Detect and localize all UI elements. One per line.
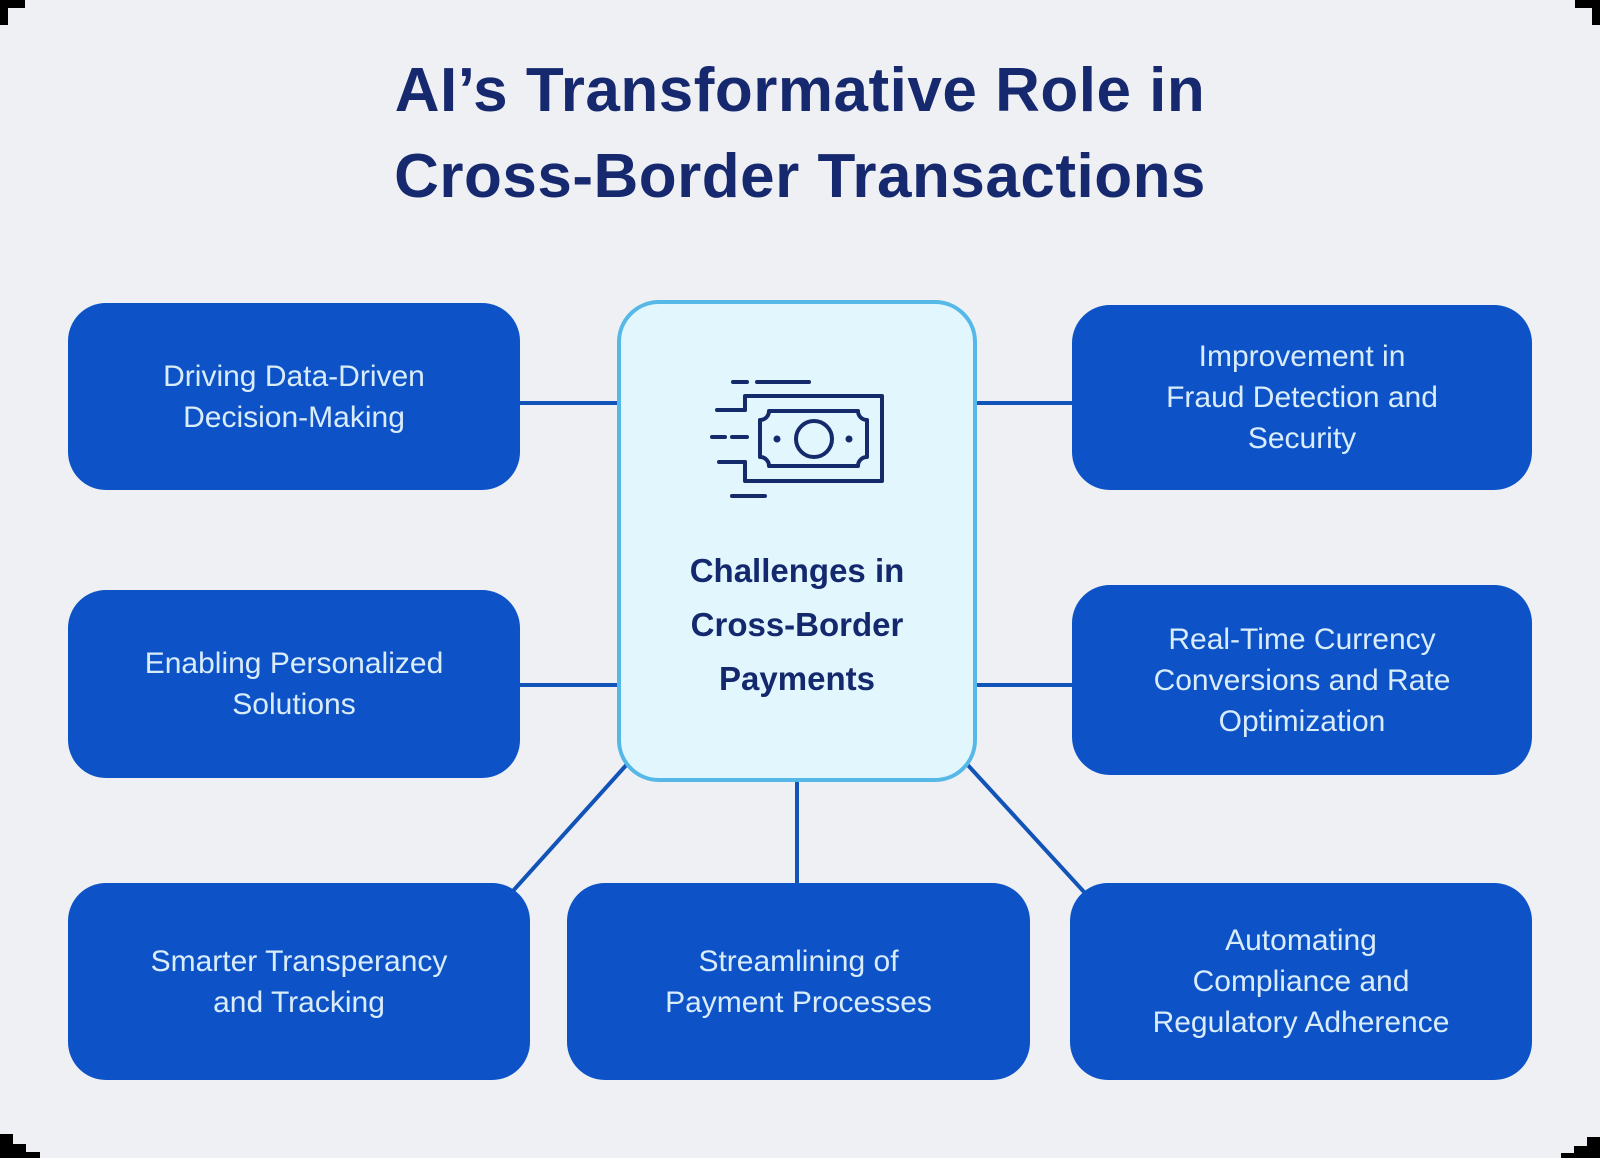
corner-mark-segment xyxy=(1574,1146,1587,1158)
node-enabling-personalized-solutions: Enabling Personalized Solutions xyxy=(68,590,520,778)
node-label: Driving Data-Driven Decision-Making xyxy=(163,359,425,434)
node-streamlining-of-payment-processes: Streamlining of Payment Processes xyxy=(567,883,1030,1080)
node-label: Smarter Transperancy and Tracking xyxy=(150,944,448,1019)
connector-line xyxy=(510,760,631,894)
money-transfer-icon xyxy=(709,380,884,498)
corner-mark-segment xyxy=(1587,1137,1600,1158)
node-label: Streamlining of Payment Processes xyxy=(665,944,932,1019)
corner-mark-segment xyxy=(1561,1153,1574,1158)
page-title: AI’s Transformative Role in Cross-Border… xyxy=(394,56,1206,211)
center-node-label: Challenges in Cross-Border Payments xyxy=(689,552,905,697)
corner-mark-segment xyxy=(26,1152,40,1158)
corner-mark-segment xyxy=(1575,0,1600,8)
node-label: Real-Time Currency Conversions and Rate … xyxy=(1153,622,1451,738)
node-label: Improvement in Fraud Detection and Secur… xyxy=(1166,340,1438,455)
corner-mark-segment xyxy=(13,1144,26,1158)
node-smarter-transparency-and-tracking: Smarter Transperancy and Tracking xyxy=(68,883,530,1080)
node-real-time-currency-conversions: Real-Time Currency Conversions and Rate … xyxy=(1072,585,1532,775)
node-label: Automating Compliance and Regulatory Adh… xyxy=(1152,924,1450,1039)
connector-line xyxy=(963,760,1087,895)
corner-mark-segment xyxy=(0,1134,13,1158)
node-improvement-in-fraud-detection-and-security: Improvement in Fraud Detection and Secur… xyxy=(1072,305,1532,490)
corner-mark-segment xyxy=(0,0,8,25)
node-label: Enabling Personalized Solutions xyxy=(144,647,444,721)
node-automating-compliance-regulatory-adherence: Automating Compliance and Regulatory Adh… xyxy=(1070,883,1532,1080)
corner-mark-segment xyxy=(1592,0,1600,25)
corner-mark-segment xyxy=(0,0,25,8)
node-driving-data-driven-decision-making: Driving Data-Driven Decision-Making xyxy=(68,303,520,490)
node-challenges-in-cross-border-payments: Challenges in Cross-Border Payments xyxy=(617,300,977,782)
